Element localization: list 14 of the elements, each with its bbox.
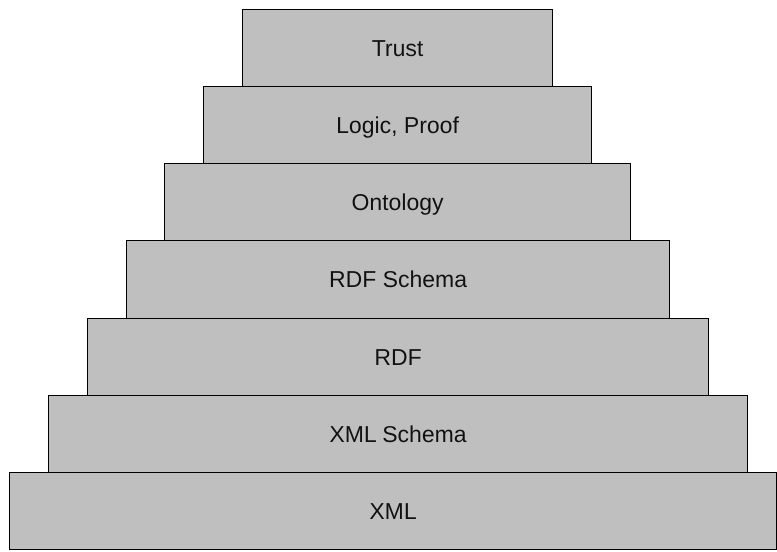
pyramid-layer: [242, 9, 553, 87]
pyramid-layer: [9, 472, 777, 550]
layer-label: Ontology: [351, 188, 444, 216]
layer-label: RDF: [374, 344, 422, 370]
layer-label: XML Schema: [329, 420, 467, 448]
pyramid-layer: [48, 395, 748, 473]
pyramid-layer: [126, 240, 670, 319]
pyramid-layer: [164, 163, 631, 241]
layer-label: Trust: [372, 34, 424, 62]
pyramid-layer: [203, 86, 592, 164]
layer-label: RDF Schema: [328, 266, 468, 293]
layer-label: Logic, Proof: [336, 112, 459, 138]
pyramid-layer: [87, 318, 709, 396]
layer-label: XML: [369, 498, 417, 524]
